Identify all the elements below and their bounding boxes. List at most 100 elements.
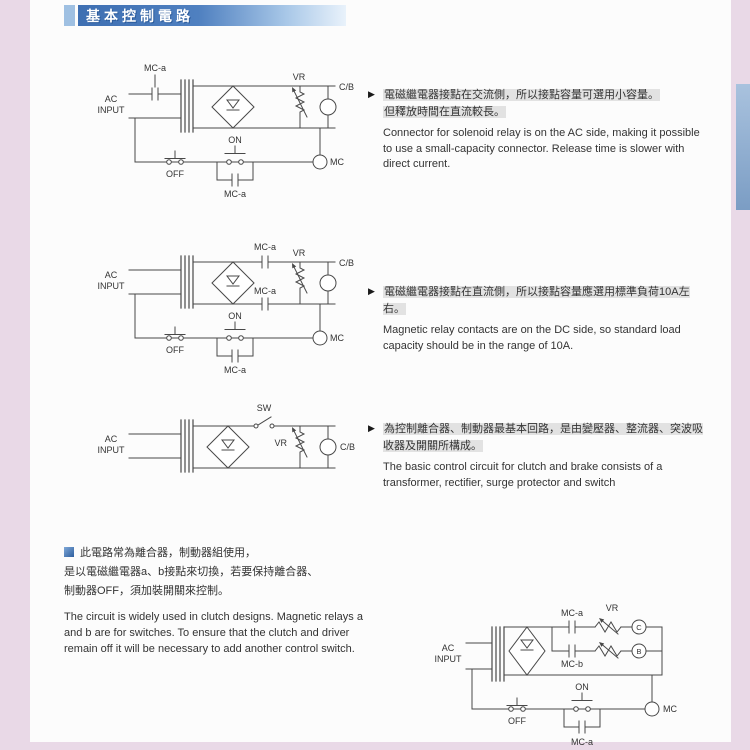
- mc-coil: MC: [312, 127, 344, 170]
- on-pushbutton: ON: [224, 135, 246, 165]
- section-header-banner: 基本控制電路: [78, 5, 346, 26]
- circuit-diagram-clutch-brake: AC INPUT MC-a VR C MC-b B: [435, 603, 678, 747]
- note-zh: ▶ 為控制離合器、制動器最基本回路，是由變壓器、整流器、突波吸收器及開關所構成。: [368, 420, 704, 455]
- mc-a-label: MC-a: [224, 189, 246, 199]
- clutch-label: C: [636, 623, 642, 632]
- off-label: OFF: [166, 345, 184, 355]
- on-pushbutton: ON: [224, 311, 246, 341]
- note-zh-line: 為控制離合器、制動器最基本回路，是由變壓器、整流器、突波吸收器及開關所構成。: [383, 423, 703, 452]
- dc-rails: [192, 85, 336, 129]
- off-pushbutton: OFF: [164, 326, 186, 355]
- banner-accent-square: [64, 5, 75, 26]
- note-zh-line: 但釋放時間在直流較長。: [383, 106, 506, 118]
- mc-a-label: MC-a: [254, 286, 276, 296]
- ac-wires: [128, 433, 182, 459]
- note-zh: ▶ 電磁繼電器接點在交流側，所以接點容量可選用小容量。 但釋放時間在直流較長。: [368, 86, 704, 121]
- bridge-rectifier: [206, 425, 250, 469]
- clutch-coil: C: [631, 619, 647, 635]
- page-edge-tab: [736, 84, 750, 210]
- dc-rails: [503, 626, 663, 676]
- pointer-icon: ▶: [368, 423, 375, 433]
- cb-coil: C/B: [319, 425, 355, 469]
- svg-text:AC: AC: [105, 94, 118, 104]
- note-en: Connector for solenoid relay is on the A…: [383, 127, 700, 170]
- note-zh-line: 電磁繼電器接點在交流側，所以接點容量可選用小容量。: [383, 89, 660, 101]
- mc-label: MC: [663, 704, 677, 714]
- ac-input-label: AC INPUT: [98, 270, 126, 291]
- vr-varistor-clutch: VR: [594, 603, 622, 635]
- note-en: The circuit is widely used in clutch des…: [64, 611, 363, 655]
- ac-wires: [128, 93, 182, 119]
- ac-wires: [465, 642, 493, 670]
- mc-a-label: MC-a: [144, 63, 166, 73]
- note-zh: 此電路常為離合器，制動器組使用， 是以電磁繼電器a、b接點來切換，若要保持離合器…: [64, 544, 436, 601]
- brake-branch-wire: [551, 626, 663, 652]
- svg-text:INPUT: INPUT: [98, 445, 126, 455]
- on-label: ON: [228, 311, 242, 321]
- transformer: [180, 419, 194, 473]
- note-dc-side: ▶電磁繼電器接點在直流側，所以接點容量應選用標準負荷10A左右。 Magneti…: [368, 283, 704, 354]
- note-en: Magnetic relay contacts are on the DC si…: [383, 324, 681, 352]
- cb-label: C/B: [340, 442, 355, 452]
- brake-label: B: [636, 647, 641, 656]
- mc-a-contact-dc-top: MC-a: [254, 242, 276, 269]
- vr-label: VR: [606, 603, 619, 613]
- off-pushbutton: OFF: [164, 150, 186, 179]
- vr-varistor: VR: [292, 72, 308, 129]
- bridge-rectifier: [211, 85, 255, 129]
- page-title: 基本控制電路: [86, 7, 194, 24]
- mc-a-holding-contact: MC-a: [216, 161, 254, 199]
- note-zh-line: 電磁繼電器接點在直流側，所以接點容量應選用標準負荷10A左右。: [383, 286, 690, 315]
- mc-coil: MC: [312, 303, 344, 346]
- mc-a-contact-clutch: MC-a: [561, 608, 583, 634]
- on-label: ON: [228, 135, 242, 145]
- svg-text:INPUT: INPUT: [98, 105, 126, 115]
- svg-text:INPUT: INPUT: [435, 654, 463, 664]
- vr-label: VR: [274, 438, 287, 448]
- transformer: [180, 255, 194, 309]
- cb-coil: C/B: [319, 258, 354, 305]
- cb-coil: C/B: [319, 82, 354, 129]
- circuit-diagram-ac-side-contact: AC INPUT MC-a VR C/B OFF ON: [98, 63, 355, 199]
- circuit-diagram-dc-side-contact: AC INPUT MC-a MC-a VR C/B OFF: [98, 242, 355, 375]
- mc-a-contact-ac: MC-a: [144, 63, 166, 101]
- mc-label: MC: [330, 157, 344, 167]
- vr-varistor: VR: [292, 248, 308, 305]
- note-clutch-brake: 此電路常為離合器，制動器組使用， 是以電磁繼電器a、b接點來切換，若要保持離合器…: [64, 544, 436, 657]
- bridge-rectifier: [508, 626, 546, 676]
- bridge-rectifier: [211, 261, 255, 305]
- on-pushbutton: ON: [571, 682, 593, 712]
- ac-wires: [128, 269, 182, 295]
- on-label: ON: [575, 682, 589, 692]
- sw-label: SW: [257, 403, 272, 413]
- svg-text:AC: AC: [105, 270, 118, 280]
- mc-a-holding-contact: MC-a: [216, 337, 254, 375]
- pointer-icon: ▶: [368, 89, 375, 99]
- dc-rails: [192, 261, 336, 305]
- brake-coil: B: [631, 643, 647, 659]
- mc-coil: MC: [644, 674, 677, 717]
- blue-square-bullet: [64, 547, 74, 557]
- mc-b-label: MC-b: [561, 659, 583, 669]
- ac-input-label: AC INPUT: [98, 94, 126, 115]
- control-loop: OFF ON MC-a MC: [471, 668, 677, 747]
- off-label: OFF: [508, 716, 526, 726]
- off-label: OFF: [166, 169, 184, 179]
- circuit-diagram-basic-switch: AC INPUT SW VR C/B: [98, 403, 355, 473]
- vr-label: VR: [293, 248, 306, 258]
- control-loop: OFF ON MC-a MC: [134, 117, 344, 199]
- mc-a-label: MC-a: [571, 737, 593, 747]
- note-zh: ▶電磁繼電器接點在直流側，所以接點容量應選用標準負荷10A左右。: [368, 283, 704, 318]
- note-ac-side: ▶ 電磁繼電器接點在交流側，所以接點容量可選用小容量。 但釋放時間在直流較長。 C…: [368, 86, 704, 173]
- note-en: The basic control circuit for clutch and…: [383, 461, 663, 489]
- svg-text:INPUT: INPUT: [98, 281, 126, 291]
- off-pushbutton: OFF: [506, 697, 528, 726]
- sw-switch: SW: [253, 403, 275, 429]
- mc-a-label: MC-a: [561, 608, 583, 618]
- mc-a-label: MC-a: [224, 365, 246, 375]
- ac-input-label: AC INPUT: [98, 434, 126, 455]
- note-basic-circuit: ▶為控制離合器、制動器最基本回路，是由變壓器、整流器、突波吸收器及開關所構成。 …: [368, 420, 704, 491]
- ac-input-label: AC INPUT: [435, 643, 463, 664]
- transformer: [491, 626, 505, 682]
- svg-text:AC: AC: [105, 434, 118, 444]
